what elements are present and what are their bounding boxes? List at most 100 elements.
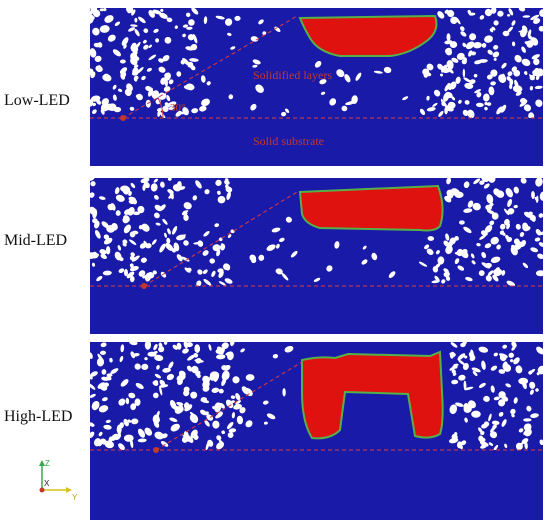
pore <box>464 417 468 423</box>
pore <box>139 243 147 249</box>
pore <box>434 275 440 282</box>
pore <box>530 37 539 46</box>
pore <box>319 79 327 85</box>
pore <box>534 237 541 242</box>
pore <box>90 19 94 24</box>
pore <box>524 423 532 431</box>
pore <box>92 109 97 115</box>
pore <box>490 69 498 77</box>
pore <box>148 44 152 48</box>
pore <box>530 413 539 418</box>
pore <box>105 246 111 255</box>
pore <box>434 263 441 269</box>
pore <box>90 99 94 107</box>
pore <box>491 420 500 426</box>
pore <box>90 373 93 380</box>
pore <box>206 81 211 86</box>
pore <box>124 209 131 215</box>
pore <box>123 186 131 193</box>
pore <box>361 259 368 265</box>
pore <box>153 343 158 351</box>
pore <box>130 57 138 66</box>
pore <box>512 85 523 93</box>
pore <box>500 104 507 113</box>
pore <box>538 213 543 218</box>
pore <box>155 38 160 43</box>
pore <box>437 11 445 19</box>
pore <box>176 342 182 350</box>
pore <box>275 268 283 275</box>
pore <box>225 184 229 189</box>
pore <box>144 357 148 361</box>
pore <box>341 105 348 112</box>
pore <box>457 353 466 361</box>
pore <box>463 77 471 83</box>
pore <box>113 106 122 113</box>
pore <box>123 44 127 49</box>
pore <box>388 271 396 278</box>
pore <box>531 191 535 199</box>
pore <box>159 384 169 388</box>
pore <box>127 419 132 423</box>
pore <box>493 57 497 61</box>
pore <box>497 10 504 17</box>
pore <box>219 402 225 409</box>
pore <box>451 96 456 101</box>
pore <box>183 402 190 410</box>
pore <box>502 344 508 349</box>
pore <box>133 76 138 82</box>
pore <box>187 34 195 41</box>
pore <box>527 29 532 38</box>
pore <box>487 49 493 55</box>
pore <box>455 402 464 407</box>
pore <box>490 425 497 433</box>
pore <box>105 376 112 381</box>
pore <box>486 209 495 215</box>
pore <box>220 243 224 249</box>
pore <box>121 37 129 46</box>
pore <box>132 211 140 216</box>
pore <box>426 95 430 101</box>
pore <box>441 279 446 284</box>
pore <box>431 280 440 284</box>
pore <box>490 81 496 86</box>
pore <box>508 352 514 358</box>
pore <box>183 202 192 210</box>
pore <box>281 272 289 281</box>
pore <box>96 275 103 282</box>
pore <box>217 190 221 195</box>
pore <box>90 352 93 360</box>
pore <box>514 54 522 63</box>
y-axis-arrowhead <box>66 487 72 493</box>
pore <box>262 400 269 405</box>
pore <box>187 61 194 68</box>
pore <box>145 243 152 249</box>
pore <box>501 419 507 427</box>
pore <box>506 223 511 230</box>
pore <box>448 437 459 444</box>
pore <box>115 210 121 216</box>
pore <box>95 65 103 73</box>
pore <box>235 393 241 401</box>
pore <box>129 342 138 346</box>
pore <box>513 397 518 404</box>
pore <box>445 275 451 281</box>
pore <box>457 265 465 271</box>
pore <box>499 223 506 230</box>
pore <box>100 254 107 259</box>
pore <box>484 243 492 249</box>
pore <box>493 444 499 451</box>
solid-substrate <box>90 450 543 520</box>
pore <box>151 239 157 245</box>
pore <box>502 73 506 80</box>
pore <box>258 19 264 25</box>
pore <box>478 270 485 277</box>
pore <box>489 28 494 33</box>
pore <box>162 367 171 373</box>
pore <box>502 30 510 37</box>
pore <box>160 440 169 447</box>
pore <box>120 379 129 387</box>
pore <box>523 104 532 112</box>
pore <box>226 421 234 430</box>
pore <box>182 210 189 213</box>
